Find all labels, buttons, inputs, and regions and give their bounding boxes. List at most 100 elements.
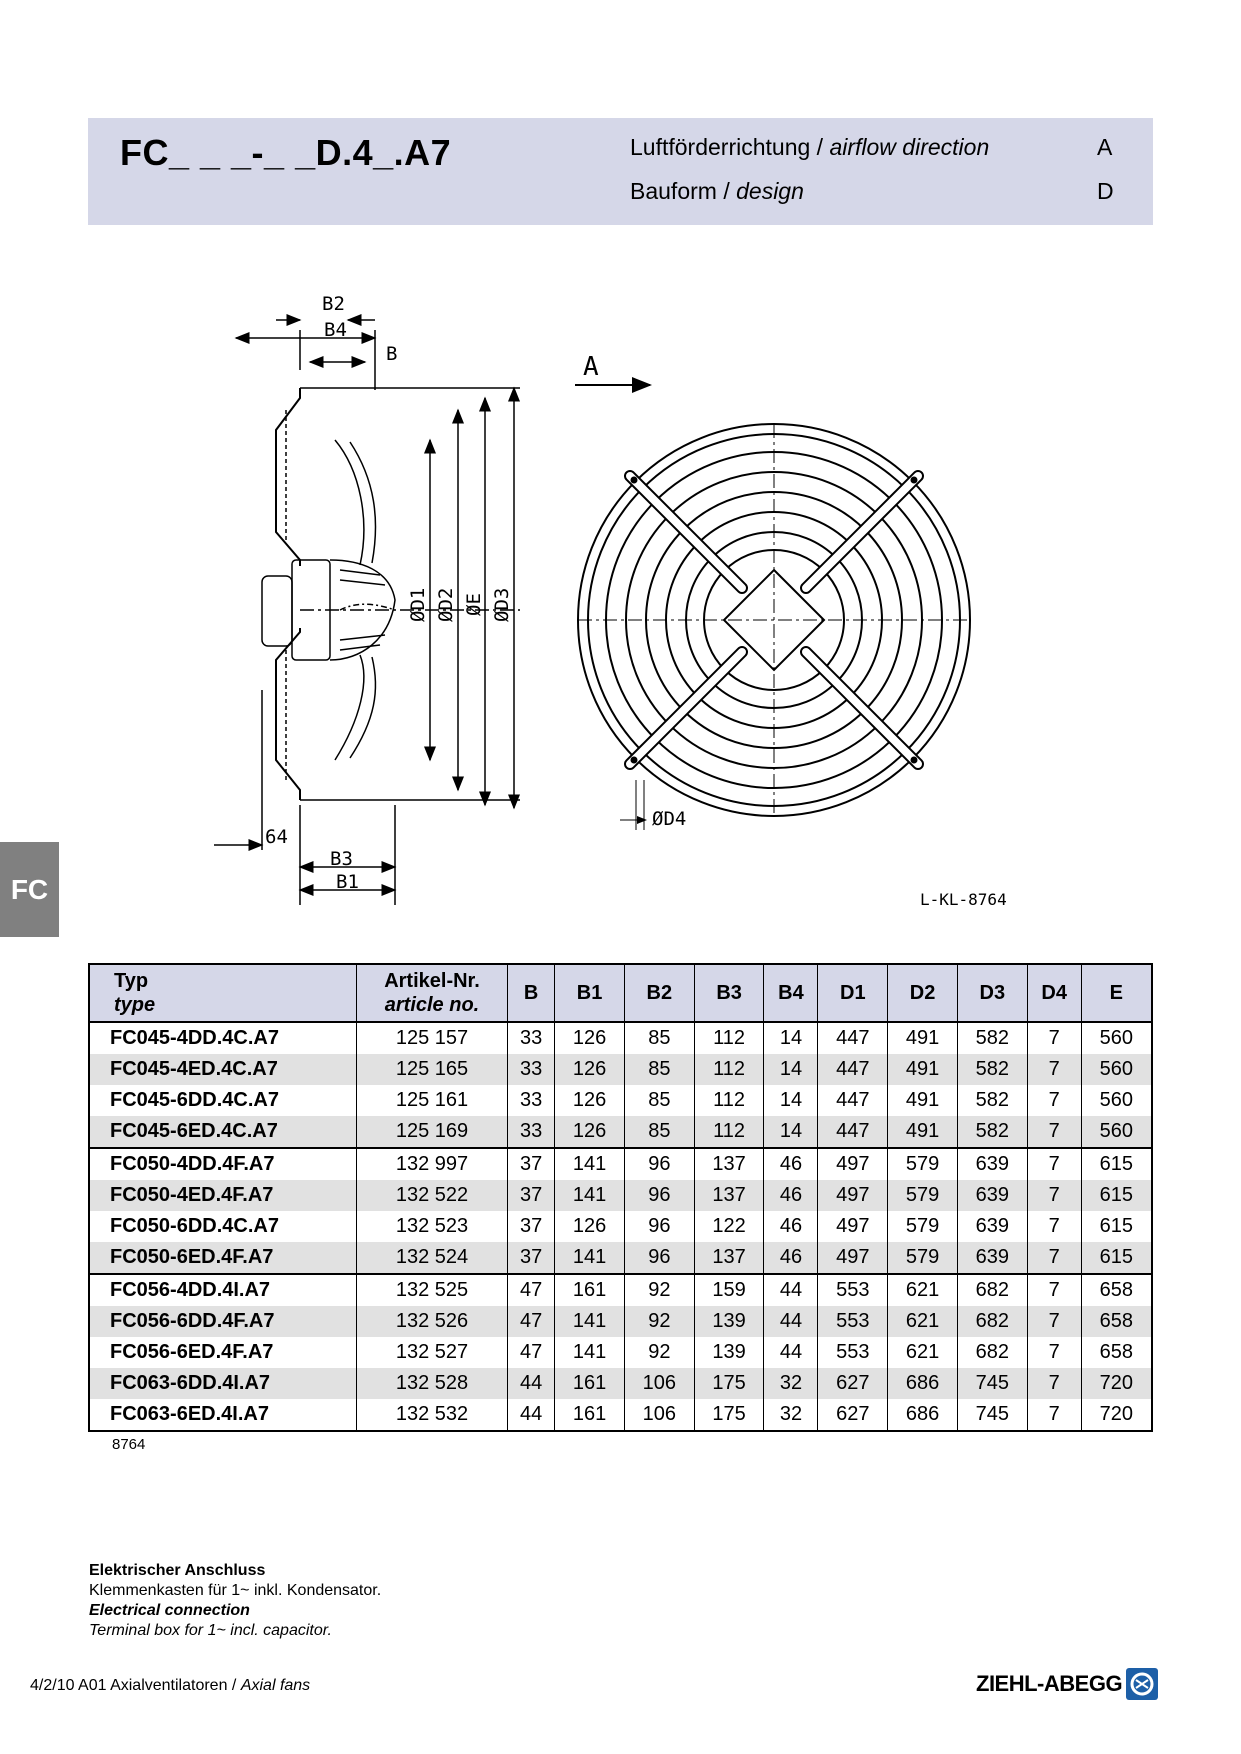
dimension-cell: 92 [623, 1274, 695, 1306]
dimension-cell: 85 [623, 1085, 695, 1116]
dimension-cell: 47 [506, 1337, 556, 1368]
type-cell: FC045-4DD.4C.A7 [88, 1022, 357, 1054]
footer-text-de: 4/2/10 A01 Axialventilatoren / [30, 1677, 241, 1694]
dimension-cell: 85 [623, 1022, 695, 1054]
dimension-cell: 447 [817, 1022, 889, 1054]
dimension-cell: 639 [956, 1148, 1028, 1180]
design-label-en: design [736, 178, 804, 204]
dimension-cell: 579 [887, 1211, 958, 1242]
type-cell: FC056-6ED.4F.A7 [88, 1337, 357, 1368]
dimension-cell: 491 [887, 1054, 958, 1085]
dimension-cell: 627 [817, 1399, 889, 1432]
dimension-cell: 639 [956, 1180, 1028, 1211]
dimension-cell: 497 [817, 1180, 889, 1211]
type-cell: FC050-6ED.4F.A7 [88, 1242, 357, 1275]
dim-b4-label: B4 [324, 319, 347, 341]
dimension-cell: 32 [763, 1368, 819, 1399]
dimension-cell: 44 [763, 1337, 819, 1368]
note-title-en: Electrical connection [89, 1602, 250, 1619]
table-reference: 8764 [112, 1436, 146, 1453]
dimension-cell: 44 [763, 1274, 819, 1306]
dimension-cell: 615 [1080, 1180, 1153, 1211]
design-value: D [1097, 178, 1114, 204]
technical-drawing: B2 B4 B A ØD1 ØD2 ØE ØD3 64 B3 B1 ØD4 L-… [214, 293, 1007, 909]
brand-mark-icon [1126, 1668, 1159, 1700]
dimension-cell: 579 [887, 1242, 958, 1275]
dimension-cell: 92 [623, 1337, 695, 1368]
dimension-cell: 639 [956, 1211, 1028, 1242]
dimension-cell: 686 [887, 1368, 958, 1399]
col-header-article: Artikel-Nr. article no. [356, 963, 508, 1023]
dimension-cell: 112 [693, 1054, 765, 1085]
dimension-cell: 615 [1080, 1242, 1153, 1275]
dimension-cell: 37 [506, 1242, 556, 1275]
col-header-b2: B2 [623, 963, 695, 1023]
dimension-cell: 47 [506, 1274, 556, 1306]
dimension-cell: 7 [1026, 1148, 1082, 1180]
dimension-cell: 491 [887, 1116, 958, 1149]
dimension-cell: 7 [1026, 1274, 1082, 1306]
dimension-cell: 175 [693, 1399, 765, 1432]
dimension-cell: 122 [693, 1211, 765, 1242]
dimension-cell: 621 [887, 1274, 958, 1306]
dimension-cell: 627 [817, 1368, 889, 1399]
dimension-cell: 615 [1080, 1211, 1153, 1242]
article-cell: 132 526 [356, 1306, 508, 1337]
dimension-cell: 139 [693, 1337, 765, 1368]
header-band: FC_ _ _-_ _D.4_.A7 Luftförderrichtung / … [88, 118, 1153, 225]
dimension-cell: 14 [763, 1054, 819, 1085]
airflow-a-label: A [583, 352, 599, 382]
dimension-cell: 720 [1080, 1368, 1153, 1399]
dimension-cell: 582 [956, 1116, 1028, 1149]
dimension-cell: 126 [554, 1211, 625, 1242]
dimension-cell: 682 [956, 1274, 1028, 1306]
dimension-cell: 7 [1026, 1399, 1082, 1432]
dimension-cell: 553 [817, 1337, 889, 1368]
dimension-cell: 33 [506, 1022, 556, 1054]
article-cell: 132 524 [356, 1242, 508, 1275]
col-header-b1: B1 [554, 963, 625, 1023]
dimension-cell: 7 [1026, 1116, 1082, 1149]
dimension-cell: 126 [554, 1054, 625, 1085]
col-header-article-de: Artikel-Nr. [384, 970, 480, 992]
dim-d1-label: ØD1 [407, 588, 429, 622]
dimension-cell: 161 [554, 1368, 625, 1399]
dimension-cell: 720 [1080, 1399, 1153, 1432]
dim-d4-label: ØD4 [652, 808, 686, 830]
footer-text-en: Axial fans [240, 1677, 311, 1694]
dimension-cell: 497 [817, 1148, 889, 1180]
footer-text: 4/2/10 A01 Axialventilatoren / Axial fan… [30, 1677, 310, 1695]
dimension-cell: 553 [817, 1306, 889, 1337]
type-cell: FC045-6ED.4C.A7 [88, 1116, 357, 1149]
dimension-cell: 447 [817, 1085, 889, 1116]
dimension-cell: 447 [817, 1054, 889, 1085]
dimension-cell: 141 [554, 1306, 625, 1337]
col-header-article-en: article no. [384, 994, 480, 1016]
dimension-cell: 560 [1080, 1116, 1153, 1149]
dimension-cell: 14 [763, 1085, 819, 1116]
airflow-label-de: Luftförderrichtung / [630, 134, 830, 160]
dimension-cell: 579 [887, 1148, 958, 1180]
dimension-cell: 37 [506, 1211, 556, 1242]
dimension-cell: 7 [1026, 1306, 1082, 1337]
dimension-cell: 7 [1026, 1054, 1082, 1085]
type-cell: FC050-6DD.4C.A7 [88, 1211, 357, 1242]
article-cell: 132 522 [356, 1180, 508, 1211]
col-header-d3: D3 [956, 963, 1028, 1023]
dimension-cell: 137 [693, 1242, 765, 1275]
dimension-cell: 126 [554, 1116, 625, 1149]
dimension-cell: 46 [763, 1180, 819, 1211]
dimension-cell: 491 [887, 1022, 958, 1054]
col-header-d1: D1 [817, 963, 889, 1023]
note-text-en: Terminal box for 1~ incl. capacitor. [89, 1622, 332, 1639]
dimension-cell: 33 [506, 1116, 556, 1149]
dimension-cell: 582 [956, 1085, 1028, 1116]
dimension-cell: 46 [763, 1211, 819, 1242]
airflow-label-en: airflow direction [829, 134, 990, 160]
dimension-cell: 560 [1080, 1022, 1153, 1054]
